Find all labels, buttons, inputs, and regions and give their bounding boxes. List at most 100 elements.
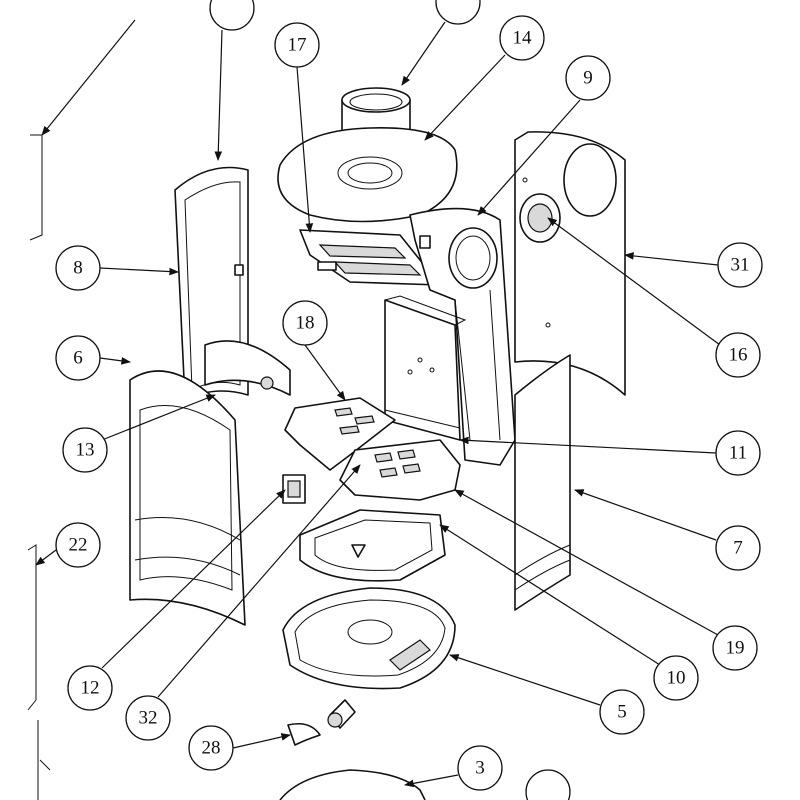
callout-label: 11 (729, 443, 747, 464)
callout-label: 6 (73, 348, 83, 369)
callout-circle (599, 689, 645, 735)
callout-label: 13 (76, 440, 95, 461)
part-12-bracket (282, 474, 306, 504)
callout-circle (715, 525, 761, 571)
callout-circle (55, 335, 101, 381)
leader-line (404, 774, 459, 788)
part-6-front-door (129, 370, 246, 626)
callout-circle (67, 665, 113, 711)
callout-circle (125, 695, 171, 741)
part-5-base (282, 587, 456, 690)
callout-label: 3 (475, 758, 485, 779)
callout-circle (209, 0, 255, 31)
callout-19: 19 (712, 625, 758, 671)
callout-circle (717, 242, 763, 288)
leader-line (424, 54, 506, 141)
leader-line (101, 489, 286, 669)
leader-line (214, 29, 223, 161)
callout-3: 3 (457, 745, 503, 791)
callout-7: 7 (715, 525, 761, 571)
callout-10: 10 (653, 655, 699, 701)
callouts: 17 14 9 8 31 18 6 16 13 11 7 22 19 12 10 32 5 28 3 (55, 0, 763, 800)
callout-label: 14 (513, 28, 533, 49)
leader-line (624, 252, 719, 266)
callout-13: 13 (62, 427, 108, 473)
callout-circle (188, 725, 234, 771)
callout-circle (653, 655, 699, 701)
callout-14: 14 (499, 15, 545, 61)
part-3-bottom (279, 769, 426, 800)
callout-circle (55, 522, 101, 568)
callout-32: 32 (125, 695, 171, 741)
callout-circle (55, 245, 101, 291)
part-9-back-panel (409, 207, 516, 466)
leader-line (99, 267, 179, 276)
callout-label: 28 (202, 738, 221, 759)
leader-line (296, 66, 314, 233)
callout-circle (712, 625, 758, 671)
callout-unlabeled (209, 0, 255, 31)
part-left-bottom-edge (37, 720, 51, 800)
callout-label: 22 (69, 535, 88, 556)
callout-unlabeled (525, 769, 571, 800)
leader-line (459, 436, 717, 454)
callout-circle (565, 55, 611, 101)
leader-line (232, 733, 291, 749)
callout-18: 18 (282, 300, 328, 346)
callout-label: 32 (139, 708, 158, 729)
callout-6: 6 (55, 335, 101, 381)
leader-line (439, 524, 661, 666)
leader-line (157, 464, 361, 698)
leader-line (574, 489, 717, 541)
callout-11: 11 (715, 430, 761, 476)
callout-label: 17 (288, 35, 307, 56)
part-13-door-bracket (204, 340, 291, 396)
part-left-edge-top (29, 134, 43, 241)
callout-label: 12 (81, 678, 100, 699)
callout-circle (715, 430, 761, 476)
callout-22: 22 (55, 522, 101, 568)
callout-16: 16 (715, 332, 761, 378)
callout-label: 8 (73, 258, 83, 279)
callout-circle (457, 745, 503, 791)
leader-line (449, 654, 601, 706)
callout-circle (282, 300, 328, 346)
leader-line (35, 549, 57, 566)
callout-12: 12 (67, 665, 113, 711)
callout-label: 31 (731, 255, 750, 276)
callout-label: 7 (733, 538, 743, 559)
part-10-ash-pan (299, 509, 446, 582)
callout-28: 28 (188, 725, 234, 771)
leader-line (547, 217, 721, 346)
callout-8: 8 (55, 245, 101, 291)
part-18-side-brick (284, 397, 396, 471)
part-19-floor-brick (339, 439, 461, 501)
callout-label: 18 (296, 313, 315, 334)
callout-circle (62, 427, 108, 473)
callout-5: 5 (599, 689, 645, 735)
leader-line (41, 19, 136, 136)
callout-circle (715, 332, 761, 378)
callout-label: 10 (667, 668, 686, 689)
callout-label: 9 (583, 68, 593, 89)
leader-line (304, 344, 346, 401)
part-7-right-side-panel (514, 354, 571, 611)
leader-line (454, 489, 719, 636)
leader-lines (35, 19, 721, 788)
part-17-baffle (299, 229, 441, 286)
callout-label: 16 (729, 345, 748, 366)
leader-line (101, 394, 216, 441)
leader-line (401, 21, 446, 86)
callout-unlabeled (435, 0, 481, 25)
callout-circle (499, 15, 545, 61)
part-28-lever (287, 699, 356, 746)
callout-circle (525, 769, 571, 800)
part-22-edge (27, 544, 37, 711)
callout-label: 5 (617, 702, 627, 723)
leader-line (99, 357, 131, 365)
leader-line (477, 99, 581, 216)
callout-17: 17 (274, 22, 320, 68)
part-11-back-brick (384, 295, 467, 441)
part-14-top-plate (277, 127, 458, 223)
